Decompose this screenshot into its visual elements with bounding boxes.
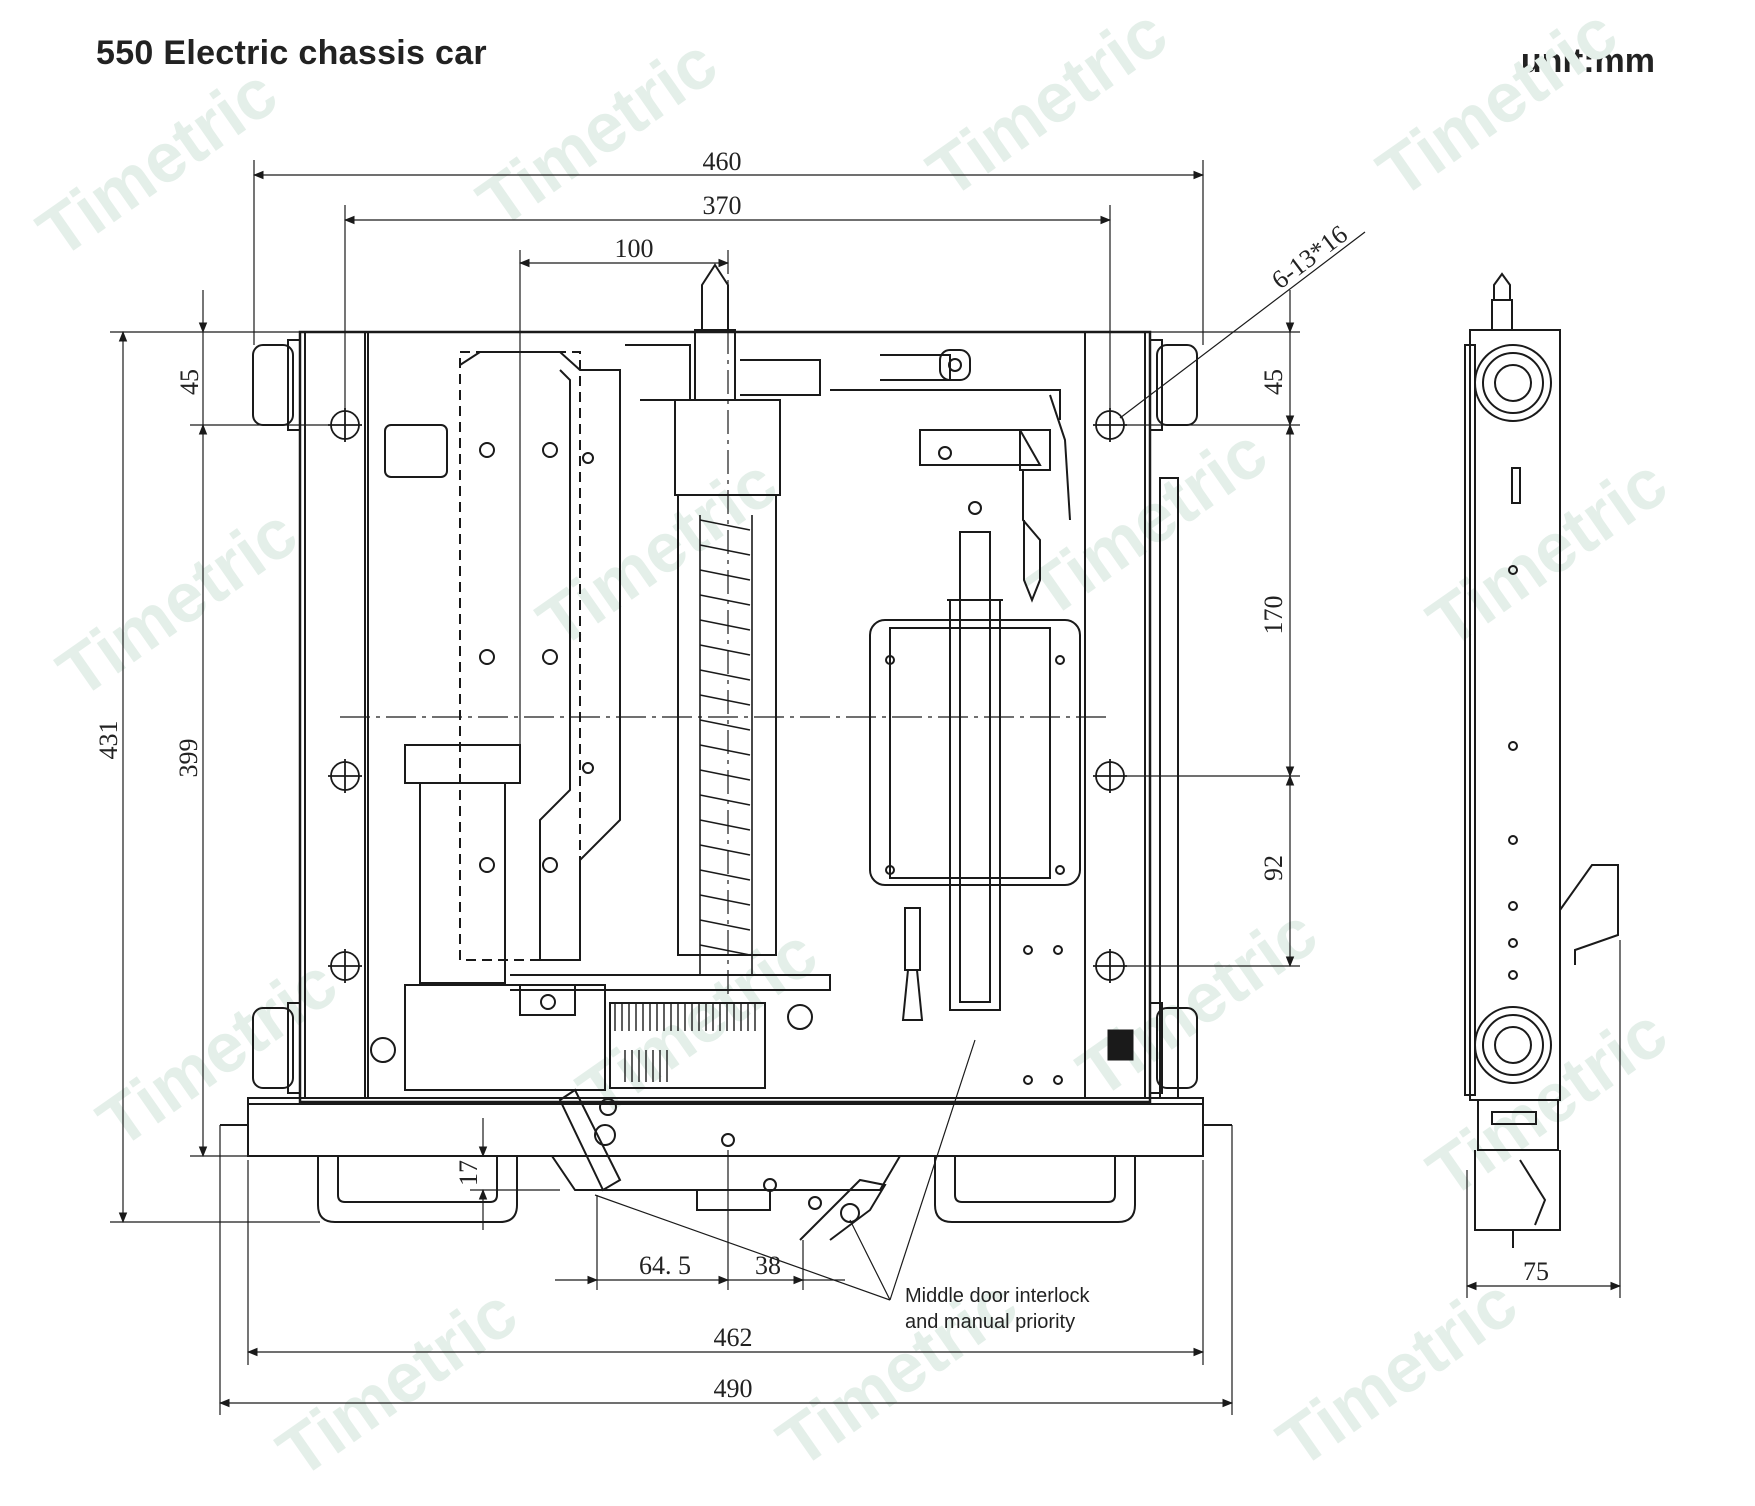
screw-thread	[699, 515, 753, 975]
dim-75: 75	[1523, 1257, 1549, 1286]
watermark-text: Timetric	[1264, 1263, 1531, 1482]
unit-label: unit:mm	[1520, 42, 1655, 80]
dashed-plate	[459, 351, 581, 961]
watermark-text: Timetric	[464, 23, 731, 242]
watermark-text: Timetric	[1414, 993, 1681, 1212]
watermark-text: Timetric	[1414, 443, 1681, 662]
watermark-text: Timetric	[524, 443, 791, 662]
watermark-layer: Timetric Timetric Timetric Timetric Time…	[24, 0, 1681, 1492]
page-title: 550 Electric chassis car	[96, 34, 487, 72]
dim-17: 17	[454, 1160, 483, 1186]
dim-460: 460	[703, 147, 742, 176]
dim-399: 399	[174, 739, 203, 778]
side-view	[1464, 272, 1619, 1248]
watermark-text: Timetric	[44, 493, 311, 712]
wheel-top-left	[252, 339, 301, 431]
annotation-line-2: and manual priority	[905, 1311, 1075, 1333]
top-linkage	[740, 354, 1061, 466]
annotation-interlock: Middle door interlock and manual priorit…	[905, 1285, 1091, 1333]
motor	[404, 984, 606, 1091]
dim-431: 431	[94, 721, 123, 760]
dim-100: 100	[615, 234, 654, 263]
watermark-text: Timetric	[24, 53, 291, 272]
dim-370: 370	[703, 191, 742, 220]
front-view	[220, 250, 1232, 1241]
watermark-text: Timetric	[914, 0, 1181, 212]
dim-462: 462	[714, 1323, 753, 1352]
dimension-labels: 460 370 100 6-13*16 45 45 431 399 170 92…	[94, 147, 1549, 1403]
watermark-text: Timetric	[264, 1273, 531, 1492]
contact-housing	[869, 619, 1081, 886]
dim-490: 490	[714, 1374, 753, 1403]
handle-right	[934, 1156, 1136, 1223]
dim-92: 92	[1259, 855, 1288, 881]
handle-left	[317, 1156, 518, 1223]
dim-hole-spec: 6-13*16	[1266, 219, 1353, 294]
gear-teeth	[614, 1003, 756, 1082]
dim-64-5: 64. 5	[639, 1251, 691, 1280]
watermark-text: Timetric	[1364, 0, 1631, 212]
watermark-text: Timetric	[84, 943, 351, 1162]
dim-170: 170	[1259, 596, 1288, 635]
base-rail	[247, 1097, 1204, 1157]
dim-45-left: 45	[175, 369, 204, 395]
mounting-holes	[328, 408, 1127, 983]
wheel-top-right	[1149, 339, 1198, 431]
annotation-line-1: Middle door interlock	[905, 1285, 1091, 1307]
dim-38: 38	[755, 1251, 781, 1280]
watermark-text: Timetric	[1014, 413, 1281, 632]
interlock-plate	[550, 1155, 902, 1191]
wheel-bottom-left	[252, 1002, 301, 1094]
dim-45-right: 45	[1259, 369, 1288, 395]
outer-frame	[298, 330, 1152, 1104]
dimension-lines	[110, 160, 1622, 1415]
